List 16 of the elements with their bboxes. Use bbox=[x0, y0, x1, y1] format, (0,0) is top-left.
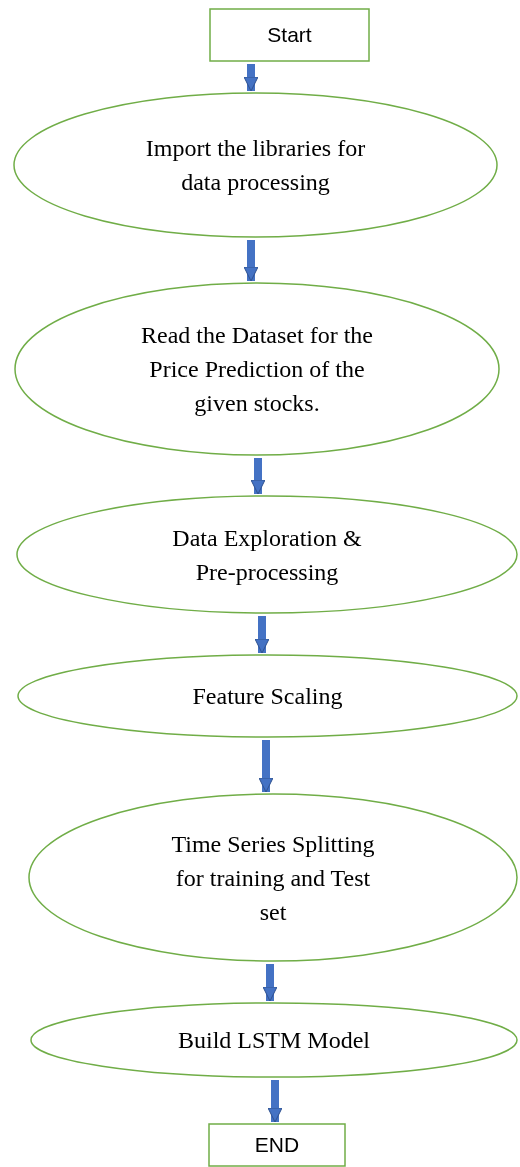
node-text: Time Series Splitting for training and Test set bbox=[170, 829, 376, 927]
node-text: Read the Dataset for the Price Prediction of the given stocks. bbox=[140, 321, 374, 418]
node-text: END bbox=[254, 1133, 300, 1157]
node-text: Build LSTM Model bbox=[178, 1026, 370, 1055]
node-text: Import the libraries for data processing bbox=[144, 134, 367, 197]
process-ellipse bbox=[16, 495, 518, 614]
node-text: Data Exploration & Pre-processing bbox=[171, 523, 363, 587]
terminal-box bbox=[208, 1123, 346, 1167]
process-ellipse bbox=[14, 282, 500, 456]
process-ellipse bbox=[30, 1002, 518, 1078]
node-text: Feature Scaling bbox=[192, 682, 343, 711]
process-ellipse bbox=[17, 654, 518, 738]
node-text: Start bbox=[267, 23, 312, 47]
terminal-box bbox=[209, 8, 370, 62]
process-ellipse bbox=[28, 793, 518, 962]
process-ellipse bbox=[13, 92, 498, 238]
